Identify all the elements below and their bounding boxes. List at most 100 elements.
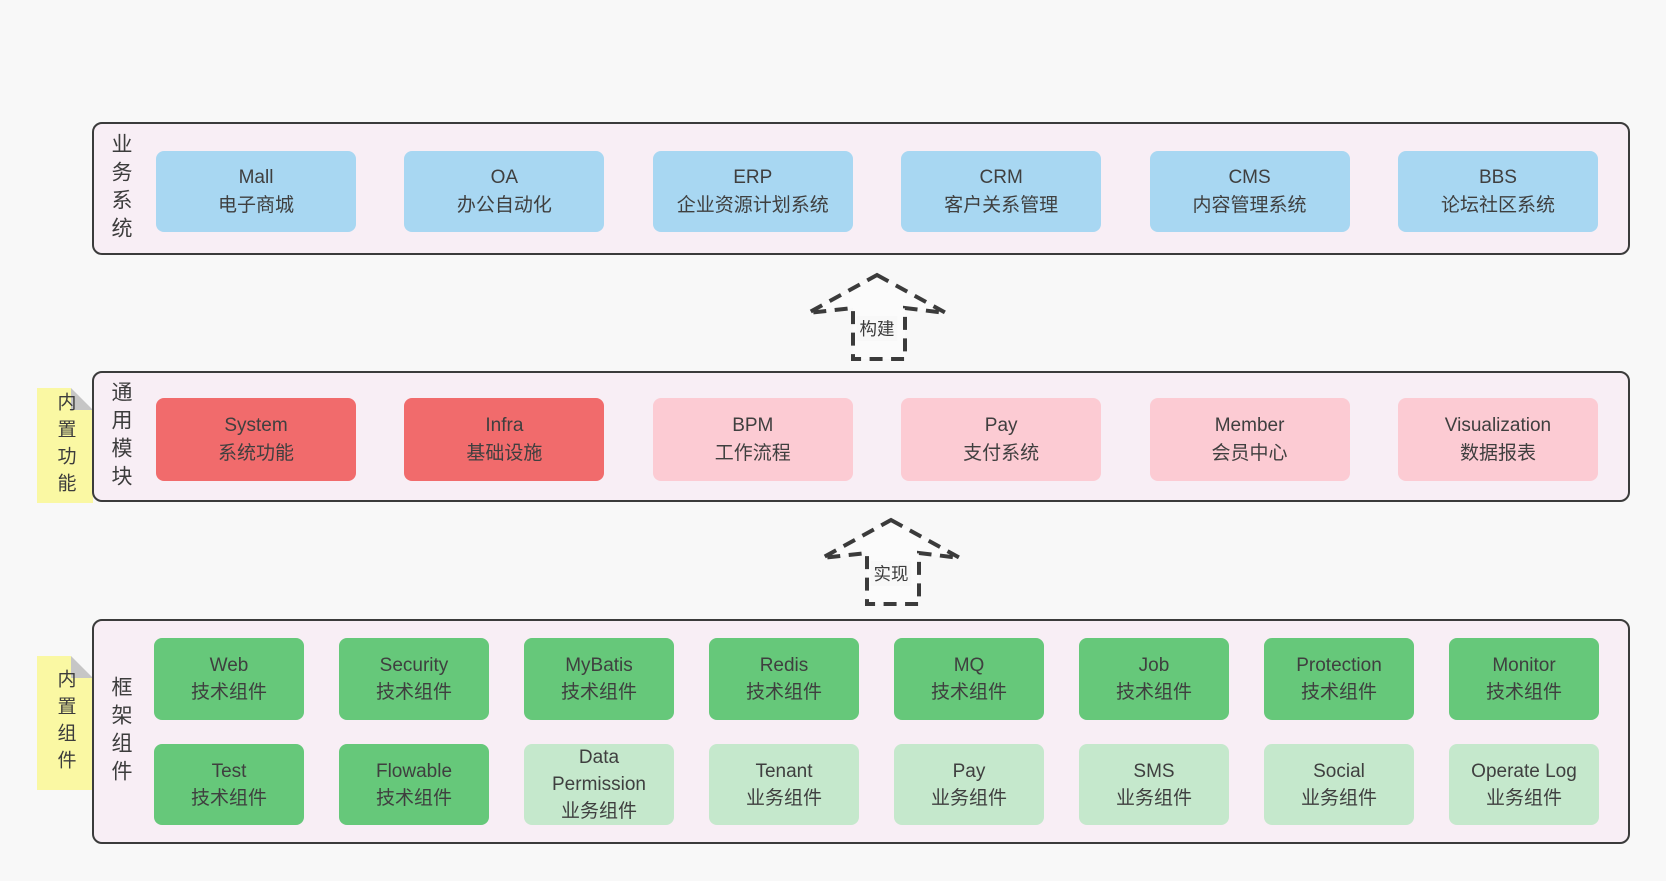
box-test: Test 技术组件 bbox=[154, 744, 304, 825]
box-title: Protection bbox=[1296, 655, 1382, 676]
sticky-label: 内置功能 bbox=[54, 391, 76, 500]
box-title: System bbox=[224, 414, 288, 436]
box-title: BPM bbox=[732, 414, 774, 436]
implement-arrow-label: 实现 bbox=[870, 561, 912, 586]
box-subtitle: 技术组件 bbox=[1485, 682, 1562, 703]
build-arrow-label: 构建 bbox=[856, 316, 898, 341]
components-row-2: Test 技术组件 Flowable 技术组件 Data Permission … bbox=[154, 744, 1599, 825]
box-subtitle: 数据报表 bbox=[1459, 442, 1536, 464]
box-title: CMS bbox=[1228, 166, 1271, 188]
box-job: Job 技术组件 bbox=[1079, 638, 1229, 720]
box-security: Security 技术组件 bbox=[339, 638, 489, 720]
box-title: SMS bbox=[1133, 760, 1175, 782]
box-subtitle: 电子商城 bbox=[217, 194, 294, 216]
box-title: Web bbox=[209, 655, 249, 676]
box-title: Security bbox=[379, 655, 449, 676]
box-subtitle: 技术组件 bbox=[1300, 682, 1377, 703]
box-subtitle: 技术组件 bbox=[930, 682, 1007, 703]
box-subtitle: 系统功能 bbox=[217, 442, 294, 464]
box-pay-module: Pay 支付系统 bbox=[901, 398, 1102, 481]
box-redis: Redis 技术组件 bbox=[709, 638, 859, 720]
box-subtitle: 内容管理系统 bbox=[1192, 194, 1307, 216]
box-title: Pay bbox=[984, 414, 1018, 436]
box-tenant: Tenant 业务组件 bbox=[709, 744, 859, 825]
business-systems-panel: 业务系统 Mall 电子商城 OA 办公自动化 ERP 企业资源计划系统 CRM… bbox=[92, 122, 1630, 255]
components-panel-side-label: 框架组件 bbox=[109, 675, 132, 788]
build-arrow: 构建 bbox=[806, 272, 948, 362]
box-oa: OA 办公自动化 bbox=[404, 151, 605, 232]
box-title: Flowable bbox=[375, 760, 453, 782]
box-subtitle: 会员中心 bbox=[1211, 442, 1288, 464]
box-subtitle: 技术组件 bbox=[375, 682, 452, 703]
box-subtitle: 支付系统 bbox=[963, 442, 1040, 464]
box-title: Redis bbox=[759, 655, 809, 676]
box-subtitle: 办公自动化 bbox=[456, 194, 552, 216]
box-subtitle: 技术组件 bbox=[745, 682, 822, 703]
box-subtitle: 业务组件 bbox=[930, 787, 1007, 809]
box-title: Social bbox=[1313, 760, 1365, 782]
box-subtitle: 技术组件 bbox=[375, 787, 452, 809]
box-title: Mall bbox=[238, 166, 274, 188]
components-row-1: Web 技术组件 Security 技术组件 MyBatis 技术组件 Redi… bbox=[154, 638, 1599, 720]
box-subtitle: 业务组件 bbox=[560, 801, 637, 822]
box-pay-component: Pay 业务组件 bbox=[894, 744, 1044, 825]
folded-corner-icon bbox=[71, 656, 93, 678]
box-subtitle: 论坛社区系统 bbox=[1440, 194, 1555, 216]
sticky-note-builtin-components: 内置组件 bbox=[37, 656, 93, 790]
box-subtitle: 客户关系管理 bbox=[944, 194, 1059, 216]
sticky-label: 内置组件 bbox=[54, 669, 76, 777]
box-data-permission: Data Permission 业务组件 bbox=[524, 744, 674, 825]
box-title: Infra bbox=[485, 414, 524, 436]
box-title: Job bbox=[1138, 655, 1170, 676]
implement-arrow: 实现 bbox=[820, 517, 962, 607]
module-boxes-row: System 系统功能 Infra 基础设施 BPM 工作流程 Pay 支付系统… bbox=[156, 398, 1598, 481]
box-crm: CRM 客户关系管理 bbox=[901, 151, 1102, 232]
box-bpm: BPM 工作流程 bbox=[652, 398, 853, 481]
box-title: OA bbox=[490, 166, 519, 188]
box-monitor: Monitor 技术组件 bbox=[1449, 638, 1599, 720]
box-subtitle: 业务组件 bbox=[1485, 787, 1562, 809]
box-subtitle: 业务组件 bbox=[1300, 787, 1377, 809]
box-title: MyBatis bbox=[565, 655, 633, 676]
folded-corner-icon bbox=[71, 388, 93, 410]
box-protection: Protection 技术组件 bbox=[1264, 638, 1414, 720]
box-title: Data Permission bbox=[552, 747, 646, 795]
box-subtitle: 业务组件 bbox=[745, 787, 822, 809]
box-title: Operate Log bbox=[1471, 760, 1577, 782]
box-mall: Mall 电子商城 bbox=[156, 151, 356, 232]
box-operate-log: Operate Log 业务组件 bbox=[1449, 744, 1599, 825]
box-title: Pay bbox=[952, 760, 986, 782]
box-web: Web 技术组件 bbox=[154, 638, 304, 720]
framework-components-panel: 框架组件 Web 技术组件 Security 技术组件 MyBatis 技术组件… bbox=[92, 619, 1630, 844]
box-title: Tenant bbox=[755, 760, 813, 782]
box-subtitle: 工作流程 bbox=[714, 442, 791, 464]
box-flowable: Flowable 技术组件 bbox=[339, 744, 489, 825]
box-infra: Infra 基础设施 bbox=[404, 398, 605, 481]
box-subtitle: 企业资源计划系统 bbox=[676, 194, 829, 216]
business-boxes-row: Mall 电子商城 OA 办公自动化 ERP 企业资源计划系统 CRM 客户关系… bbox=[156, 151, 1598, 232]
box-visualization: Visualization 数据报表 bbox=[1397, 398, 1598, 481]
box-title: Visualization bbox=[1444, 414, 1552, 436]
box-member: Member 会员中心 bbox=[1149, 398, 1350, 481]
box-title: MQ bbox=[953, 655, 985, 676]
sticky-note-builtin-features: 内置功能 bbox=[37, 388, 93, 503]
box-title: CRM bbox=[979, 166, 1023, 188]
box-subtitle: 技术组件 bbox=[1115, 682, 1192, 703]
box-title: ERP bbox=[733, 166, 773, 188]
business-panel-side-label: 业务系统 bbox=[109, 132, 132, 245]
box-subtitle: 技术组件 bbox=[560, 682, 637, 703]
box-cms: CMS 内容管理系统 bbox=[1149, 151, 1350, 232]
box-erp: ERP 企业资源计划系统 bbox=[652, 151, 853, 232]
box-subtitle: 基础设施 bbox=[466, 442, 543, 464]
modules-panel-side-label: 通用模块 bbox=[109, 380, 132, 493]
box-title: BBS bbox=[1478, 166, 1517, 188]
box-subtitle: 技术组件 bbox=[190, 787, 267, 809]
common-modules-panel: 通用模块 System 系统功能 Infra 基础设施 BPM 工作流程 Pay… bbox=[92, 371, 1630, 502]
box-sms: SMS 业务组件 bbox=[1079, 744, 1229, 825]
box-bbs: BBS 论坛社区系统 bbox=[1397, 151, 1598, 232]
box-social: Social 业务组件 bbox=[1264, 744, 1414, 825]
box-mybatis: MyBatis 技术组件 bbox=[524, 638, 674, 720]
box-title: Member bbox=[1214, 414, 1285, 436]
box-mq: MQ 技术组件 bbox=[894, 638, 1044, 720]
